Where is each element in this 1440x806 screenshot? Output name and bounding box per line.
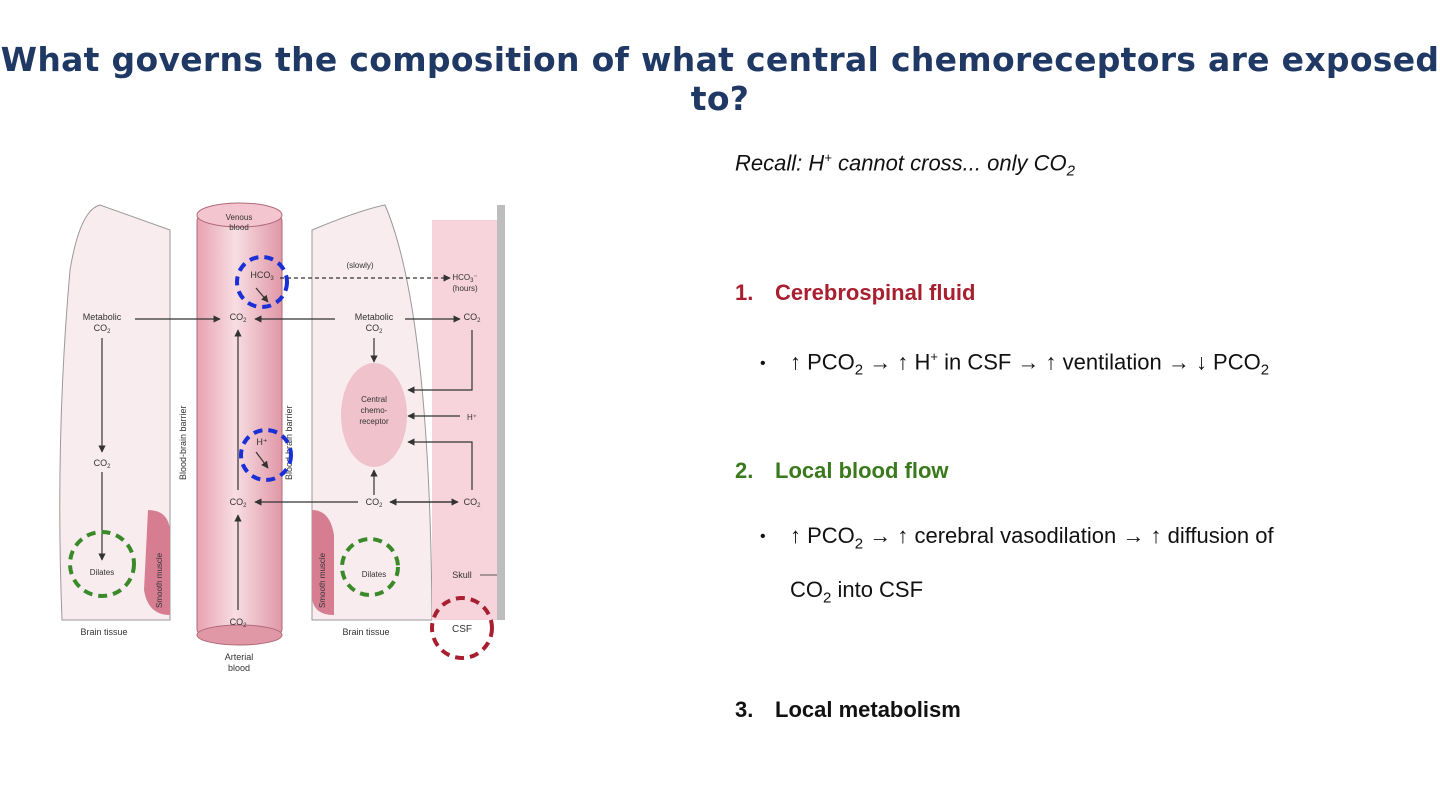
vessel-h-plus: H⁺ — [256, 437, 267, 447]
right-dilates-circle — [340, 537, 400, 597]
svg-text:CO2: CO2 — [366, 497, 384, 509]
left-brain-tissue — [59, 204, 171, 621]
svg-text:CO2: CO2 — [230, 617, 248, 629]
svg-text:CO2: CO2 — [94, 458, 112, 470]
right-brain-label: Brain tissue — [342, 627, 389, 637]
left-metabolic: Metabolic — [83, 312, 122, 322]
smooth-muscle-left — [144, 510, 170, 615]
left-dilates: Dilates — [90, 568, 114, 577]
venous-label-2: blood — [229, 223, 249, 232]
point-2-bullet: •↑ PCO2 → ↑ cerebral vasodilation → ↑ di… — [760, 523, 1274, 607]
csf-circle — [430, 596, 494, 660]
central-chemoreceptor — [341, 363, 407, 467]
svg-text:receptor: receptor — [359, 417, 389, 426]
svg-text:Central: Central — [361, 395, 387, 404]
svg-text:CO2: CO2 — [464, 312, 482, 324]
svg-text:CO2: CO2 — [464, 497, 482, 509]
svg-text:CO2: CO2 — [230, 497, 248, 509]
svg-text:HCO3: HCO3 — [250, 270, 274, 282]
bbb-label-left: Blood-brain barrier — [178, 405, 188, 480]
venous-label-1: Venous — [226, 213, 253, 222]
slowly-label: (slowly) — [346, 261, 373, 270]
recall-note: Recall: H+ cannot cross... only CO2 — [735, 150, 1075, 180]
hco3-hours: HCO3⁻ — [452, 273, 477, 284]
arterial-label-2: blood — [228, 663, 250, 673]
h-plus-highlight-circle — [239, 428, 293, 482]
smooth-label-left: Smooth muscle — [155, 552, 164, 608]
csf-label: CSF — [452, 624, 472, 635]
svg-text:CO2: CO2 — [230, 312, 248, 324]
skull — [497, 205, 505, 620]
point-1-bullet: •↑ PCO2 → ↑ H+ in CSF → ↑ ventilation → … — [760, 349, 1270, 379]
csf-h-plus: H⁺ — [467, 413, 477, 422]
point-2-heading: 2.Local blood flow — [735, 458, 949, 483]
hco3-highlight-circle — [235, 255, 289, 309]
smooth-muscle-right — [312, 510, 334, 615]
csf-region — [432, 220, 497, 620]
smooth-label-right: Smooth muscle — [318, 552, 327, 608]
slide-title: What governs the composition of what cen… — [0, 40, 1440, 118]
svg-text:CO2: CO2 — [94, 323, 112, 335]
left-dilates-circle — [68, 530, 136, 598]
svg-text:chemo-: chemo- — [361, 406, 388, 415]
chemoreceptor-diagram: Blood-brain barrier Blood-brain barrier … — [59, 202, 505, 673]
svg-text:CO2: CO2 — [366, 323, 384, 335]
right-dilates: Dilates — [362, 570, 386, 579]
svg-text:(hours): (hours) — [452, 284, 478, 293]
left-brain-label: Brain tissue — [80, 627, 127, 637]
point-3-heading: 3.Local metabolism — [735, 697, 961, 722]
skull-label: Skull — [452, 570, 472, 580]
point-1-heading: 1.Cerebrospinal fluid — [735, 280, 976, 305]
arterial-label-1: Arterial — [225, 652, 254, 662]
right-metabolic: Metabolic — [355, 312, 394, 322]
